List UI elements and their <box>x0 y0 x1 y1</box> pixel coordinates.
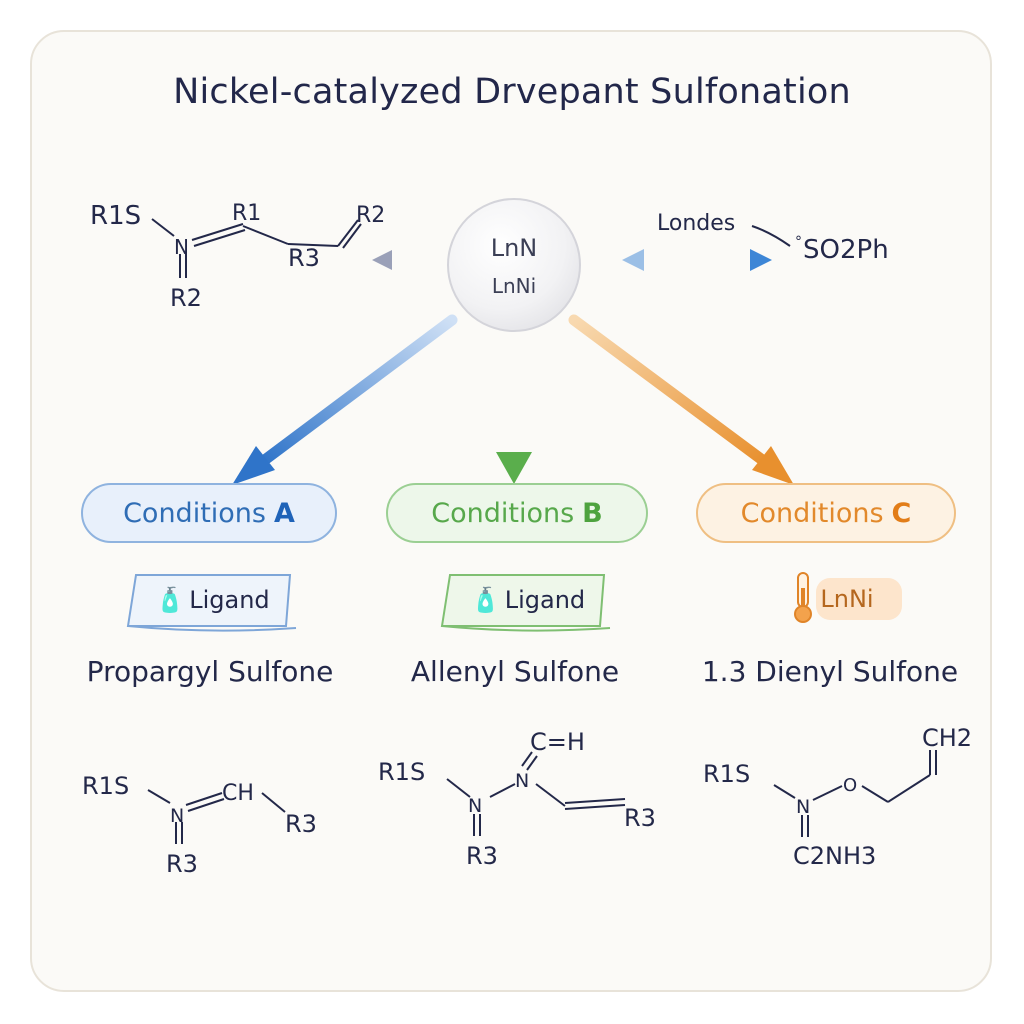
structure-b-bonds <box>446 751 626 836</box>
structure-a-r3-right: R3 <box>285 810 317 838</box>
reagent-product: SO2Ph <box>803 235 889 265</box>
conditions-b-letter: B <box>582 497 603 529</box>
product-propargyl: Propargyl Sulfone <box>86 655 334 688</box>
left-molecule-bonds <box>151 218 362 278</box>
product-allenyl: Allenyl Sulfone <box>410 655 620 688</box>
left-r3: R3 <box>288 244 320 272</box>
left-r1s: R1S <box>90 201 141 231</box>
arrow-double-right <box>600 249 772 271</box>
catalyst-line1: LnN <box>490 234 538 262</box>
ligand-tag-a-frame <box>126 574 297 632</box>
structure-a-bonds <box>147 789 286 844</box>
reagent-link <box>751 225 791 247</box>
conditions-c-label: Conditions <box>740 497 884 529</box>
structure-b-r3-bottom: R3 <box>466 842 498 870</box>
thermometer-icon <box>794 572 812 623</box>
structure-c-o: O <box>843 775 857 796</box>
structure-a-n: N <box>170 805 184 827</box>
structure-b-ceh: C=H <box>530 728 585 756</box>
catalyst-node: LnN LnNi <box>447 198 581 332</box>
left-n: N <box>174 235 189 259</box>
structure-c-bonds <box>773 750 937 837</box>
bottle-icon: 🧴 <box>470 586 501 614</box>
structure-c-c2nh3: C2NH3 <box>793 842 876 870</box>
conditions-a-label: Conditions <box>123 497 266 529</box>
arrow-to-conditions-b <box>496 345 532 484</box>
conditions-a-letter: A <box>274 497 295 529</box>
ligand-tag-b: 🧴 Ligand <box>444 572 612 628</box>
conditions-b-label: Conditions <box>431 497 575 529</box>
structure-a-r3-bottom: R3 <box>166 850 198 878</box>
reagent-dot: ° <box>795 234 802 250</box>
lnni-tag-label: LnNi <box>820 585 874 613</box>
left-r2-top: R2 <box>356 203 385 228</box>
structure-b-r3-right: R3 <box>624 804 656 832</box>
ligand-tag-b-frame <box>440 574 611 632</box>
structure-c-ch2: CH2 <box>922 724 972 752</box>
conditions-c-letter: C <box>891 497 912 529</box>
arrow-to-conditions-c <box>568 314 794 485</box>
bottle-icon: 🧴 <box>155 586 186 614</box>
structure-a-r1s: R1S <box>82 772 129 800</box>
lnni-tag: LnNi <box>792 575 902 623</box>
structure-c-r1s: R1S <box>703 760 750 788</box>
structure-b-n2: N <box>515 770 529 792</box>
left-r2-bottom: R2 <box>170 284 202 312</box>
structure-b-r1s: R1S <box>378 758 425 786</box>
product-dienyl: 1.3 Dienyl Sulfone <box>701 655 959 688</box>
ligand-tag-a: 🧴 Ligand <box>130 572 295 628</box>
arrow-to-left-molecule <box>372 250 432 270</box>
ligand-tag-b-label: Ligand <box>504 586 586 614</box>
page-title: Nickel-catalyzed Drvepant Sulfonation <box>173 72 851 112</box>
reagent-label: Londes <box>657 211 735 236</box>
lnni-tag-bg <box>816 578 902 620</box>
ligand-tag-a-label: Ligand <box>189 586 270 614</box>
structure-a-ch: CH <box>222 781 254 806</box>
structure-b-n1: N <box>468 795 482 817</box>
catalyst-line2: LnNi <box>491 274 537 298</box>
left-r1: R1 <box>232 201 261 226</box>
arrow-to-conditions-a <box>232 314 458 485</box>
structure-c-n: N <box>796 796 810 818</box>
